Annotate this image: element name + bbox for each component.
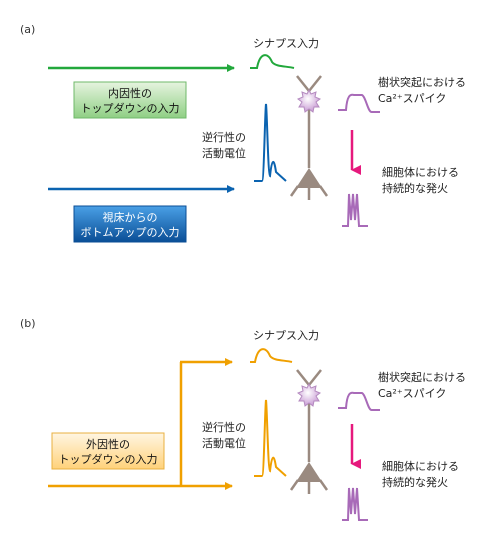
dendrite-branch-right <box>308 75 322 92</box>
panel-b: (b) 外因性の トップダウンの入力 シナプス入力 逆行性の 活動電位 <box>20 317 466 521</box>
bottomup-box-line2: ボトムアップの入力 <box>81 226 180 239</box>
soma-burst-trace <box>342 193 368 227</box>
dendrite-branch-left <box>296 75 310 92</box>
synapse-input-trace <box>250 54 295 69</box>
synapse-input-label: シナプス入力 <box>253 37 319 50</box>
dendritic-spike-site-b <box>296 382 322 407</box>
backprop-label-line1-b: 逆行性の <box>202 420 246 434</box>
basal-dendrite-left-b <box>289 479 300 491</box>
topdown-box-line2: トップダウンの入力 <box>81 101 180 115</box>
backprop-label-line2-b: 活動電位 <box>202 436 246 450</box>
soma-b <box>296 462 322 482</box>
topdown-box-line1: 内因性の <box>108 86 152 100</box>
backprop-ap-trace <box>254 103 287 182</box>
soma-firing-label-line2: 持続的な発火 <box>382 181 448 195</box>
bottomup-input-box: 視床からの ボトムアップの入力 <box>73 205 187 243</box>
soma-burst-trace-b <box>342 487 368 521</box>
panel-b-label: (b) <box>20 317 36 330</box>
basal-dendrite-right-b <box>318 479 329 491</box>
backprop-ap-trace-b <box>254 399 287 477</box>
dendrite-branch-right-b <box>308 369 322 386</box>
dendritic-spike-site <box>296 88 322 113</box>
dendritic-ca-spike-trace-b <box>338 391 380 411</box>
backprop-label-line1: 逆行性の <box>202 130 246 144</box>
dendritic-ca-spike-trace <box>338 93 380 113</box>
soma-firing-label-line1: 細胞体における <box>382 165 459 179</box>
dendritic-spike-label-line1-b: 樹状突起における <box>378 370 466 384</box>
synapse-input-trace-b <box>250 348 293 363</box>
soma-firing-label-line2-b: 持続的な発火 <box>382 475 448 489</box>
panel-a-label: (a) <box>20 23 35 36</box>
panel-a: (a) 内因性の トップダウンの入力 視床からの ボトムアップの入力 シナプス入… <box>20 23 466 243</box>
dendritic-spike-label-line2: Ca²⁺スパイク <box>378 92 446 105</box>
soma <box>296 168 322 188</box>
exogenous-topdown-box: 外因性の トップダウンの入力 <box>51 432 165 470</box>
soma-firing-label-line1-b: 細胞体における <box>382 459 459 473</box>
backprop-label-line2: 活動電位 <box>202 146 246 160</box>
bottomup-box-line1: 視床からの <box>103 210 158 224</box>
exogenous-box-line2: トップダウンの入力 <box>59 452 158 466</box>
basal-dendrite-left <box>289 185 300 197</box>
dendrite-branch-left-b <box>296 369 310 386</box>
neuron-a <box>289 75 329 200</box>
synapse-input-label-b: シナプス入力 <box>253 329 319 342</box>
exogenous-box-line1: 外因性の <box>86 437 130 451</box>
topdown-input-box: 内因性の トップダウンの入力 <box>73 81 187 119</box>
dendritic-spike-label-line2-b: Ca²⁺スパイク <box>378 387 446 400</box>
basal-dendrite-right <box>318 185 329 197</box>
dendritic-spike-label-line1: 樹状突起における <box>378 75 466 89</box>
